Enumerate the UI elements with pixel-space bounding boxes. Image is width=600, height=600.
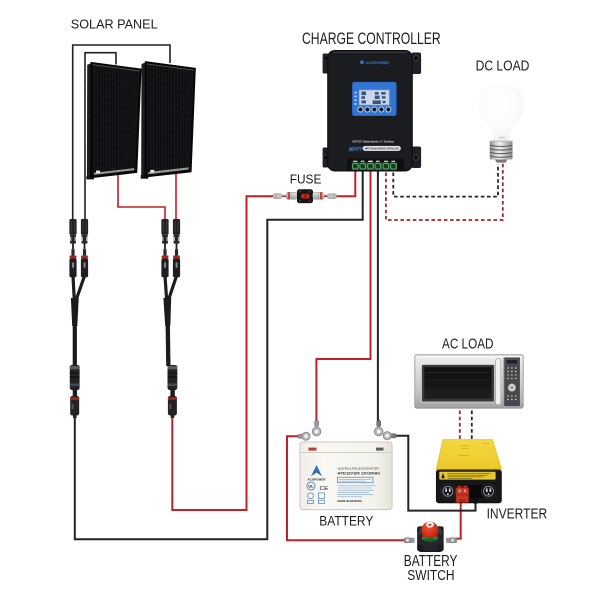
svg-text:DC LOAD: DC LOAD — [476, 58, 530, 74]
svg-text:HYD12V100 12V100Ah: HYD12V100 12V100Ah — [338, 471, 381, 475]
svg-text:AC LOAD: AC LOAD — [442, 335, 494, 352]
svg-text:MPPT: MPPT — [349, 147, 362, 153]
svg-text:SOLAR PANEL: SOLAR PANEL — [71, 18, 158, 32]
svg-text:ACOPOWER: ACOPOWER — [365, 60, 389, 65]
svg-text:MT50 Wanderer X Series: MT50 Wanderer X Series — [352, 139, 394, 143]
svg-text:FUSE: FUSE — [290, 172, 322, 187]
svg-text:MPPT SOLAR CHARGE CONTROLLER: MPPT SOLAR CHARGE CONTROLLER — [365, 147, 399, 151]
svg-text:BATTERY: BATTERY — [319, 512, 374, 528]
svg-text:ACOPOWER: ACOPOWER — [308, 478, 326, 482]
svg-text:INVERTER: INVERTER — [487, 506, 548, 522]
svg-text:UL: UL — [308, 484, 314, 489]
svg-text:MADE IN VIETNAM: MADE IN VIETNAM — [338, 499, 362, 503]
svg-text:SWITCH: SWITCH — [407, 568, 454, 584]
svg-text:CHARGE CONTROLLER: CHARGE CONTROLLER — [302, 29, 441, 48]
svg-text:CE: CE — [320, 486, 329, 492]
svg-text:VALVE REGULATED LEAD ACID BATT: VALVE REGULATED LEAD ACID BATTERY — [338, 466, 380, 470]
svg-text:ACOPOWER: ACOPOWER — [365, 67, 389, 72]
svg-text:BATTERY: BATTERY — [404, 553, 458, 570]
